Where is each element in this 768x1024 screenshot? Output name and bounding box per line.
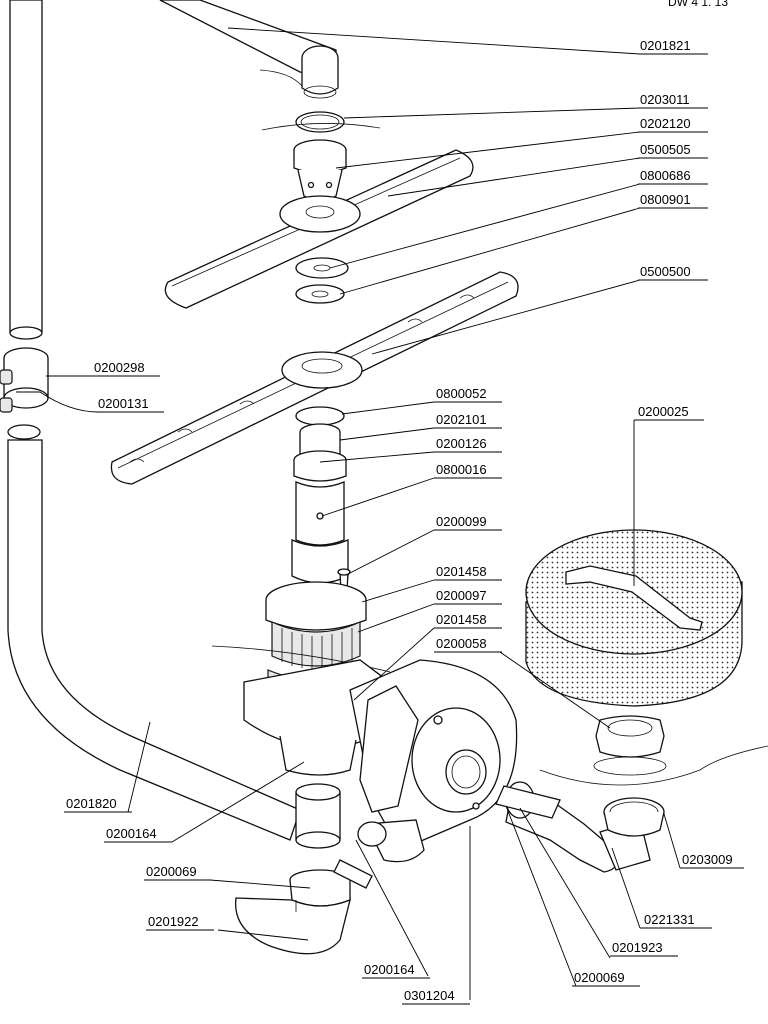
- part-number-label: 0201820: [66, 796, 117, 811]
- part-number-label: 0201458: [436, 564, 487, 579]
- coarse-filter: [525, 529, 743, 707]
- washer-0800052: [295, 406, 345, 426]
- leader-line: [611, 847, 641, 929]
- leader-line: [347, 529, 435, 575]
- part-number-label: 0200097: [436, 588, 487, 603]
- spray-arm-bearing: [261, 123, 381, 201]
- leader-line: [171, 761, 305, 843]
- leader-line: [209, 879, 311, 889]
- sheet-reference: DW 4 1. 13: [668, 0, 728, 9]
- hose-clamp-coupling: [0, 347, 49, 440]
- leader-line: [357, 603, 435, 633]
- leader-line: [335, 131, 641, 169]
- leader-line: [329, 183, 641, 269]
- leader-line: [505, 805, 577, 987]
- part-number-label: 0200126: [436, 436, 487, 451]
- leader-line: [355, 839, 429, 977]
- part-number-label: 0201922: [148, 914, 199, 929]
- leader-line: [127, 721, 151, 813]
- leader-line: [16, 391, 99, 413]
- bent-hose: [7, 439, 301, 841]
- leader-line: [371, 279, 641, 355]
- sump-bag: [234, 897, 351, 955]
- part-number-label: 0221331: [644, 912, 695, 927]
- lower-spray-arm: [110, 271, 519, 485]
- leader-line: [361, 579, 435, 603]
- leader-line: [339, 427, 435, 441]
- leader-line: [343, 107, 641, 119]
- part-number-label: 0202101: [436, 412, 487, 427]
- callout-labels: 0201821 0203011 0202120 0500505 0800686 …: [16, 27, 744, 1005]
- part-number-label: 0201923: [612, 940, 663, 955]
- part-number-label: 0201821: [640, 38, 691, 53]
- leader-line: [227, 27, 641, 55]
- part-number-label: 0200131: [98, 396, 149, 411]
- part-number-label: 0201458: [436, 612, 487, 627]
- leader-line: [339, 207, 641, 295]
- leader-line: [321, 477, 435, 517]
- tub-floor-edge: [539, 745, 768, 786]
- o-ring: [295, 111, 345, 133]
- washer-lower: [295, 284, 345, 304]
- part-number-label: 0800901: [640, 192, 691, 207]
- drawing: [0, 0, 768, 955]
- part-number-label: 0500505: [640, 142, 691, 157]
- leader-line: [663, 813, 681, 869]
- part-number-label: 0203009: [682, 852, 733, 867]
- leader-line: [341, 401, 435, 415]
- supply-tube: [9, 0, 43, 340]
- leader-line: [519, 807, 611, 959]
- washer-upper: [295, 257, 349, 279]
- leader-line: [353, 627, 435, 701]
- part-number-label: 0800052: [436, 386, 487, 401]
- upper-spray-arm: [164, 149, 474, 309]
- part-number-label: 0800686: [640, 168, 691, 183]
- lower-bearing: [293, 423, 347, 482]
- part-number-label: 0200099: [436, 514, 487, 529]
- part-number-label: 0203011: [640, 92, 690, 107]
- part-number-label: 0200164: [106, 826, 157, 841]
- spray-arm-support-pipe: [291, 481, 349, 584]
- short-hose: [295, 783, 341, 849]
- leader-line: [217, 929, 309, 941]
- part-number-label: 0200164: [364, 962, 415, 977]
- part-number-label: 0200069: [574, 970, 625, 985]
- part-number-label: 0800016: [436, 462, 487, 477]
- part-number-label: 0200069: [146, 864, 197, 879]
- outlet-nut: [593, 715, 667, 776]
- part-number-label: 0202120: [640, 116, 691, 131]
- part-number-label: 0200025: [638, 404, 689, 419]
- sump-hose-clamp: [289, 859, 373, 907]
- drain-elbow: [495, 781, 651, 873]
- part-number-label: 0200058: [436, 636, 487, 651]
- leader-line: [319, 451, 435, 463]
- part-number-label: 0200298: [94, 360, 145, 375]
- pump-motor: [349, 659, 518, 863]
- part-number-label: 0301204: [404, 988, 455, 1003]
- drain-ring: [603, 797, 665, 837]
- part-number-label: 0500500: [640, 264, 691, 279]
- leader-line: [387, 157, 641, 197]
